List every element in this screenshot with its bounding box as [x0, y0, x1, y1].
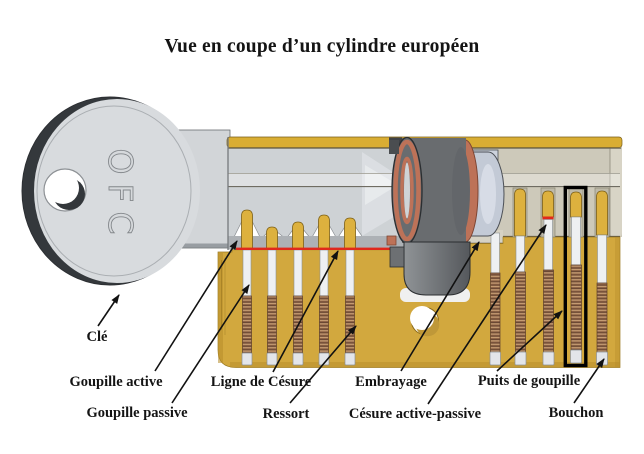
arrow-ligne-de-cesure — [272, 250, 339, 373]
arrow-bouchon — [573, 358, 605, 404]
pin-well-highlight-box — [563, 185, 588, 368]
pin-stack-left-4 — [318, 214, 330, 366]
arrow-goupille-passive — [171, 284, 250, 404]
clutch — [386, 136, 505, 302]
key: OFC — [21, 96, 231, 286]
clutch-top-tab — [389, 140, 399, 154]
label-goupille-active: Goupille active — [69, 374, 163, 390]
arrow-puits-de-goupille — [496, 310, 563, 372]
arrow-embrayage — [400, 241, 480, 372]
arrow-cle — [97, 294, 120, 327]
pin-stacks-right — [489, 187, 610, 366]
pin-stack-right-1 — [489, 232, 501, 366]
clutch-cam-lobe — [403, 241, 471, 296]
label-ressort: Ressort — [263, 406, 310, 422]
housing-end-face — [610, 147, 622, 237]
label-ligne-de-cesure: Ligne de Césure — [211, 374, 312, 390]
arrow-cesure-active-passive — [427, 224, 547, 405]
pin-stack-right-4 — [570, 191, 582, 364]
arrow-ressort — [289, 325, 357, 404]
key-head-face — [34, 99, 200, 283]
label-puits-de-goupille: Puits de goupille — [478, 373, 581, 389]
pin-stack-left-2 — [266, 226, 278, 366]
pin-stack-left-3 — [292, 221, 304, 366]
clutch-ring-left-inner — [400, 156, 414, 225]
label-cesure-active-passive: Césure active-passive — [349, 406, 482, 422]
clutch-ring-left-outer — [393, 139, 421, 242]
arrow-goupille-active — [154, 240, 238, 372]
key-head-inner-ring — [36, 105, 192, 277]
pin-stack-left-5 — [344, 217, 356, 366]
key-tip-highlight — [365, 165, 398, 205]
callout-labels: Clé Goupille active Ligne de Césure Embr… — [69, 329, 603, 422]
key-hole — [43, 168, 87, 212]
callout-arrows — [97, 224, 605, 405]
shear-line — [236, 247, 420, 250]
label-goupille-passive: Goupille passive — [86, 405, 188, 421]
label-cle: Clé — [87, 329, 109, 345]
pin-stack-right-3 — [542, 190, 555, 366]
key-blade-underside — [168, 243, 230, 248]
diagram-title: Vue en coupe d’un cylindre européen — [164, 36, 480, 57]
cesure-active-passive-line — [542, 216, 554, 220]
label-embrayage: Embrayage — [355, 374, 427, 390]
clutch-pin-dot — [386, 235, 397, 246]
key-engraving: OFC — [101, 149, 140, 244]
pin-stack-right-2 — [514, 188, 527, 366]
label-bouchon: Bouchon — [549, 405, 604, 421]
pin-stack-right-5 — [596, 190, 608, 366]
pin-stack-left-1 — [241, 209, 253, 366]
